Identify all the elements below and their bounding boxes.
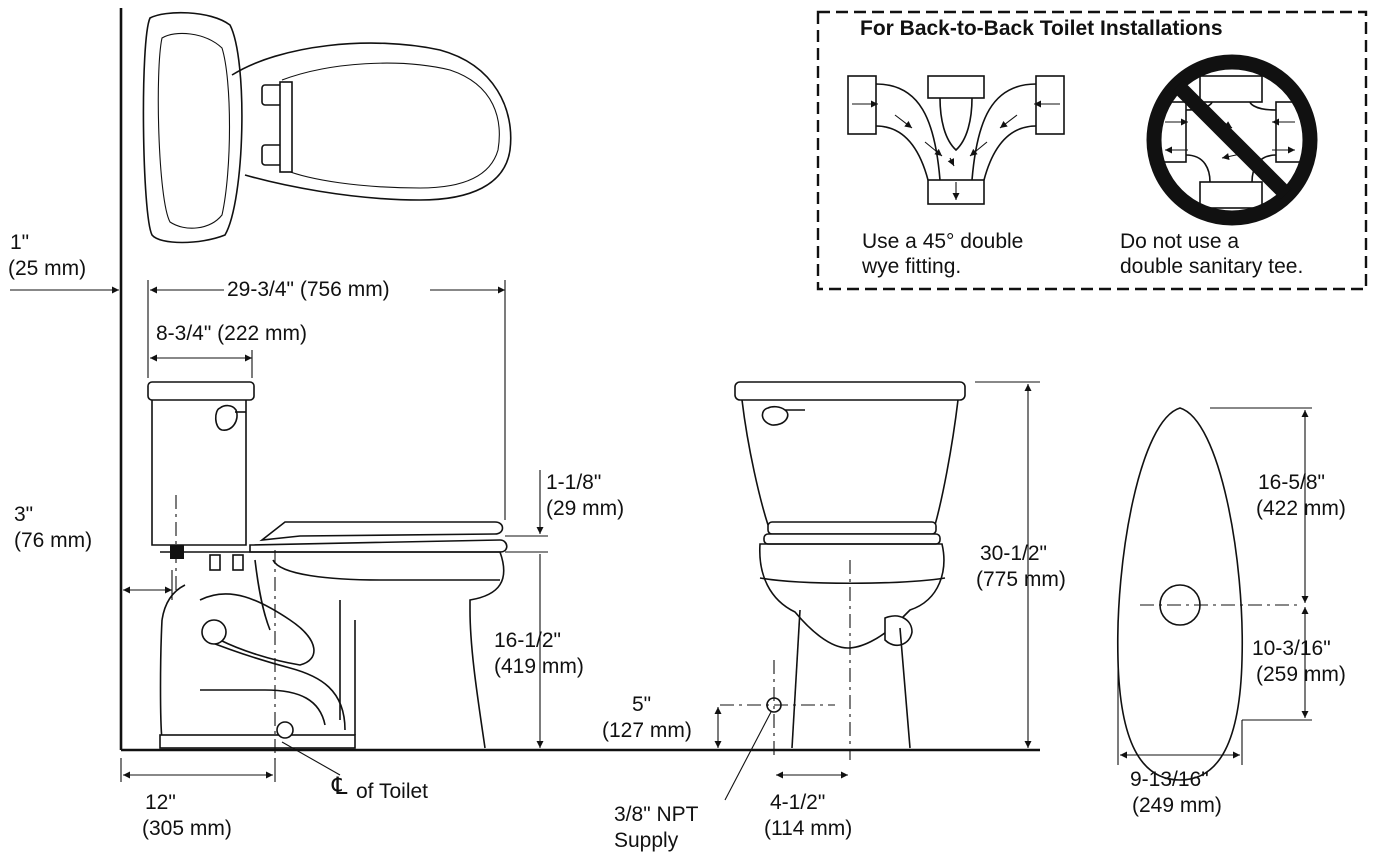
front-dimension-lines	[714, 381, 1040, 801]
wye-caption-line1: Use a 45° double	[862, 230, 1024, 253]
double-wye-fitting	[847, 75, 1065, 205]
inset-title: For Back-to-Back Toilet Installations	[860, 17, 1223, 40]
centerline-label: of Toilet	[356, 780, 428, 803]
seat-gap-label-in: 1-1/8"	[546, 471, 602, 494]
wall-gap-label-mm: (25 mm)	[8, 257, 87, 280]
supply-size-label-line2: Supply	[614, 829, 679, 852]
side-dimension-lines	[10, 280, 548, 782]
footprint-view	[1116, 407, 1312, 781]
bowl-width-label-in: 9-13/16"	[1130, 768, 1209, 791]
overall-height-label-mm: (775 mm)	[976, 568, 1066, 591]
bowl-width-label-mm: (249 mm)	[1132, 794, 1222, 817]
supply-lateral-label-in: 4-1/2"	[770, 791, 826, 814]
bowl-front-label-in: 16-5/8"	[1258, 471, 1325, 494]
tee-caption-line1: Do not use a	[1120, 230, 1240, 253]
supply-offset-label-mm: (76 mm)	[14, 529, 93, 552]
rough-in-label-mm: (305 mm)	[142, 817, 232, 840]
inset-box	[816, 10, 1368, 291]
supply-size-label-line1: 3/8" NPT	[614, 803, 699, 826]
tank-depth-label: 8-3/4" (222 mm)	[156, 322, 307, 345]
centerline-symbol: ℄	[332, 773, 348, 800]
overall-height-label-in: 30-1/2"	[980, 542, 1047, 565]
rim-height-label-mm: (419 mm)	[494, 655, 584, 678]
wye-caption-line2: wye fitting.	[862, 255, 962, 278]
supply-offset-label-in: 3"	[14, 503, 34, 526]
supply-height-label-in: 5"	[632, 693, 652, 716]
rim-height-label-in: 16-1/2"	[494, 629, 561, 652]
bowl-front-label-mm: (422 mm)	[1256, 497, 1346, 520]
top-view-seat	[142, 11, 512, 244]
tee-caption-line2: double sanitary tee.	[1120, 255, 1304, 278]
supply-height-label-mm: (127 mm)	[602, 719, 692, 742]
supply-lateral-label-mm: (114 mm)	[764, 817, 853, 840]
rough-in-label-in: 12"	[145, 791, 176, 814]
bowl-rear-label-in: 10-3/16"	[1252, 637, 1331, 660]
seat-gap-label-mm: (29 mm)	[546, 497, 625, 520]
wall-gap-label-in: 1"	[10, 231, 30, 254]
sanitary-tee-prohibited	[1146, 54, 1318, 226]
side-view-toilet	[147, 381, 508, 760]
bowl-rear-label-mm: (259 mm)	[1256, 663, 1346, 686]
overall-length-label: 29-3/4" (756 mm)	[224, 277, 393, 302]
front-view-toilet	[720, 381, 966, 760]
